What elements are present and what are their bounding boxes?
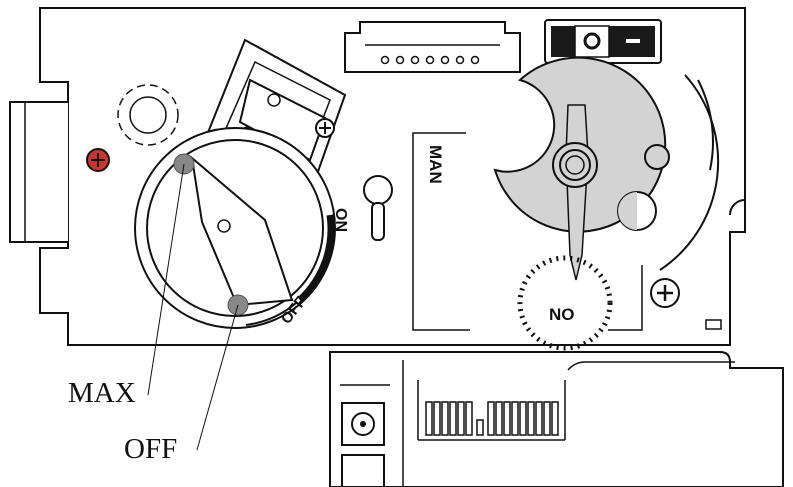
gas-knob[interactable] (493, 56, 720, 281)
left-connector-tab (9, 101, 68, 243)
no-dotted-circle (517, 255, 613, 351)
no-label: NO (549, 305, 575, 324)
max-callout-line (147, 163, 185, 396)
gas-control-dial[interactable] (134, 127, 336, 329)
small-indicator (705, 319, 722, 330)
man-label: MAN (426, 145, 445, 184)
red-screw-icon (86, 148, 110, 172)
right-screw-icon (650, 278, 680, 308)
off-callout-label: OFF (124, 433, 177, 465)
switch-on-circle-icon (583, 32, 601, 50)
dial-on-label: ON (332, 208, 349, 232)
dial-pointer (190, 155, 294, 307)
rocker-switch[interactable] (544, 19, 662, 64)
knockout-circle (117, 84, 179, 146)
right-notch (729, 199, 746, 216)
bracket-screw-icon (315, 118, 335, 138)
small-toggle[interactable] (363, 175, 393, 241)
square-button-icon[interactable] (341, 402, 385, 446)
top-pin-connector (344, 21, 521, 73)
terminal-block (417, 380, 566, 441)
man-region-outline (412, 132, 643, 331)
lower-square (341, 454, 385, 487)
max-callout-label: MAX (68, 377, 136, 409)
off-callout-line (196, 304, 239, 451)
